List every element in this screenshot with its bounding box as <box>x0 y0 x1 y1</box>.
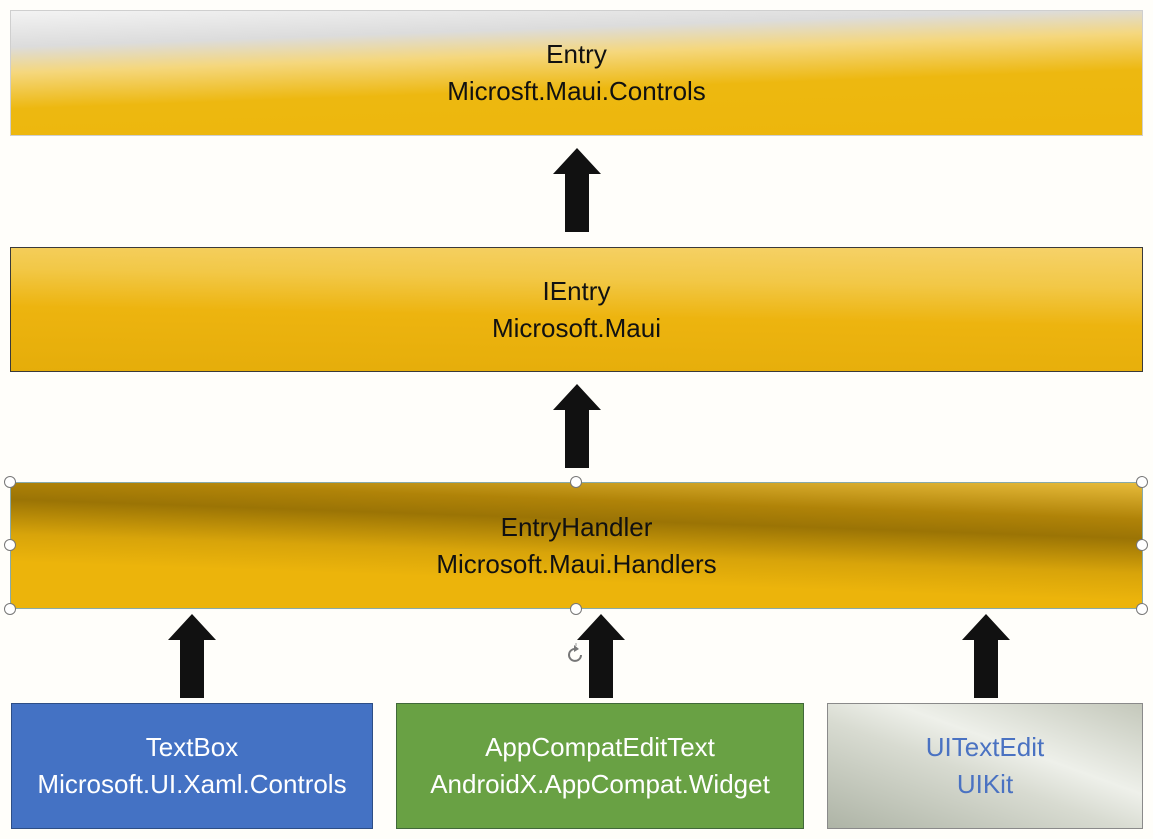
entry-box[interactable]: Entry Microsft.Maui.Controls <box>10 10 1143 136</box>
resize-handle-bottom[interactable] <box>570 603 582 615</box>
entry-title: Entry <box>546 39 607 69</box>
textbox-namespace: Microsoft.UI.Xaml.Controls <box>37 769 347 799</box>
arrow-up-icon <box>553 384 601 468</box>
appcompatedittext-title: AppCompatEditText <box>485 732 715 762</box>
textbox-title: TextBox <box>145 732 239 762</box>
resize-handle-bottom-left[interactable] <box>4 603 16 615</box>
ientry-box[interactable]: IEntry Microsoft.Maui <box>10 247 1143 372</box>
arrow-up-icon <box>168 614 216 698</box>
arrow-up-icon <box>577 614 625 698</box>
selection-frame <box>10 482 1143 609</box>
textbox-box[interactable]: TextBox Microsoft.UI.Xaml.Controls <box>11 703 373 829</box>
resize-handle-left[interactable] <box>4 539 16 551</box>
entryhandler-title: EntryHandler <box>500 511 653 542</box>
uitextedit-title: UITextEdit <box>925 732 1045 762</box>
resize-handle-top-right[interactable] <box>1136 476 1148 488</box>
arrow-up-icon <box>553 148 601 232</box>
resize-handle-top[interactable] <box>570 476 582 488</box>
appcompatedittext-box[interactable]: AppCompatEditText AndroidX.AppCompat.Wid… <box>396 703 804 829</box>
arrow-up-icon <box>962 614 1010 698</box>
ientry-namespace: Microsoft.Maui <box>491 312 662 343</box>
uitextedit-box[interactable]: UITextEdit UIKit <box>827 703 1143 829</box>
ientry-title: IEntry <box>542 275 611 306</box>
entry-namespace: Microsft.Maui.Controls <box>447 76 706 106</box>
resize-handle-right[interactable] <box>1136 539 1148 551</box>
rotate-handle-icon[interactable] <box>563 643 587 667</box>
appcompatedittext-namespace: AndroidX.AppCompat.Widget <box>430 769 770 799</box>
entryhandler-box[interactable]: EntryHandler Microsoft.Maui.Handlers <box>10 482 1143 609</box>
entryhandler-namespace: Microsoft.Maui.Handlers <box>436 548 717 579</box>
resize-handle-bottom-right[interactable] <box>1136 603 1148 615</box>
resize-handle-top-left[interactable] <box>4 476 16 488</box>
uitextedit-namespace: UIKit <box>956 769 1014 799</box>
